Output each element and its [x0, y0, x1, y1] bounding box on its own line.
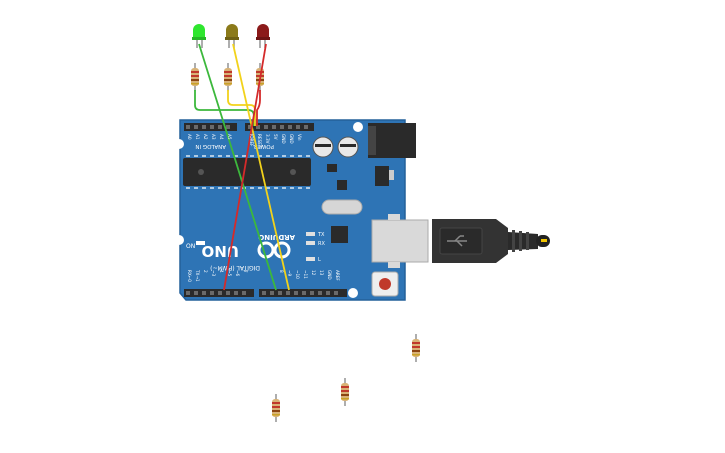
digital-pin-label: TX→1 — [195, 269, 200, 282]
l-led — [306, 257, 315, 261]
tx-label: TX — [317, 232, 325, 238]
usb-port-tab — [388, 214, 400, 220]
resistor-green[interactable] — [190, 62, 200, 92]
capacitor-band — [315, 144, 331, 147]
led-rim — [225, 37, 239, 40]
resistor-yellow[interactable] — [223, 62, 233, 92]
power-pin-label: GND — [281, 134, 286, 144]
on-label: ON — [186, 243, 195, 250]
chip-dot — [198, 169, 204, 175]
strain-rib — [512, 230, 515, 252]
led-lens — [193, 24, 205, 39]
power-pin-label: IOREF — [249, 134, 254, 147]
power-header[interactable] — [245, 123, 314, 131]
usb-icon — [447, 235, 467, 247]
small-ic — [337, 180, 347, 190]
analog-pin-label: A0 — [187, 134, 192, 140]
top-header-pins — [186, 125, 308, 129]
loose-resistor[interactable] — [340, 377, 350, 407]
chip-dot — [290, 169, 296, 175]
red-wire[interactable] — [223, 43, 267, 291]
crystal — [321, 199, 363, 215]
red-gnd-wire[interactable] — [256, 90, 261, 126]
digital-pin-label: 4 — [219, 270, 224, 273]
digital-pwm-label: DIGITAL (PWM~) — [210, 264, 260, 271]
led-rim — [192, 37, 206, 40]
led-rim — [256, 37, 270, 40]
yellow-wire[interactable] — [232, 43, 290, 291]
regulator-tab — [389, 170, 394, 180]
digital-pin-label: 13 — [319, 270, 324, 276]
usb-port-tab — [388, 262, 400, 268]
power-pin-label: 3.3V — [265, 134, 270, 144]
digital-pin-label: ~9 — [287, 270, 292, 277]
green-led[interactable] — [192, 24, 206, 48]
capacitor-band — [340, 144, 356, 147]
digital-pin-label: ~5 — [227, 270, 232, 277]
l-label: L — [318, 257, 321, 263]
rx-led — [306, 241, 315, 245]
power-label: POWER — [253, 143, 274, 149]
model-label: UNO — [202, 242, 240, 260]
digital-pin-label: 12 — [311, 270, 316, 276]
power-pin-label: RESET — [257, 134, 262, 148]
usb-cable-tip — [541, 239, 547, 242]
rx-label: RX — [318, 241, 325, 247]
analog-pin-label: A5 — [227, 134, 232, 140]
digital-pin-label: ~11 — [303, 270, 308, 279]
led-lens — [226, 24, 238, 39]
on-led — [196, 241, 205, 245]
usb-cable[interactable] — [432, 219, 550, 263]
digital-pin-label: RX←0 — [187, 270, 192, 282]
power-pin-label: Vin — [297, 134, 302, 141]
analog-pin-label: A1 — [195, 134, 200, 140]
strain-rib — [526, 232, 529, 250]
yellow-led[interactable] — [225, 24, 239, 48]
digital-pin-label: GND — [327, 270, 332, 280]
power-pin-label: 5V — [273, 134, 278, 140]
green-wire[interactable] — [198, 43, 277, 291]
power-pin-label: GND — [289, 134, 294, 144]
loose-resistor[interactable] — [411, 333, 421, 363]
digital-pin-label: ~3 — [211, 270, 216, 277]
usb-strain-relief — [508, 232, 538, 250]
dc-jack-lip — [368, 126, 376, 155]
usb-chip — [331, 226, 348, 243]
digital-pin-label: ~6 — [235, 270, 240, 277]
small-ic — [327, 164, 337, 172]
bottom-header-pins — [186, 291, 338, 295]
usb-port[interactable] — [371, 219, 429, 263]
digital-pin-label: AREF — [335, 270, 340, 281]
digital-pin-label: ~10 — [295, 270, 300, 279]
analog-pin-label: A3 — [211, 134, 216, 140]
analog-pin-label: A4 — [219, 134, 224, 140]
tx-led — [306, 232, 315, 236]
analog-in-label: ANALOG IN — [195, 143, 226, 149]
analog-pin-label: A2 — [203, 134, 208, 140]
wires[interactable] — [194, 43, 290, 291]
atmega-chip — [183, 158, 311, 186]
led-lens — [257, 24, 269, 39]
mounting-hole — [174, 139, 184, 149]
digital-pin-label: 7 — [243, 270, 248, 273]
voltage-regulator — [375, 166, 389, 186]
loose-resistor[interactable] — [271, 393, 281, 423]
mounting-hole — [348, 288, 358, 298]
strain-rib — [519, 231, 522, 251]
red-led[interactable] — [256, 24, 270, 48]
digital-pin-label: 2 — [203, 270, 208, 273]
mounting-hole — [353, 122, 363, 132]
reset-button-cap — [379, 278, 391, 290]
digital-pin-label: 8 — [279, 270, 284, 273]
mounting-hole — [174, 235, 184, 245]
